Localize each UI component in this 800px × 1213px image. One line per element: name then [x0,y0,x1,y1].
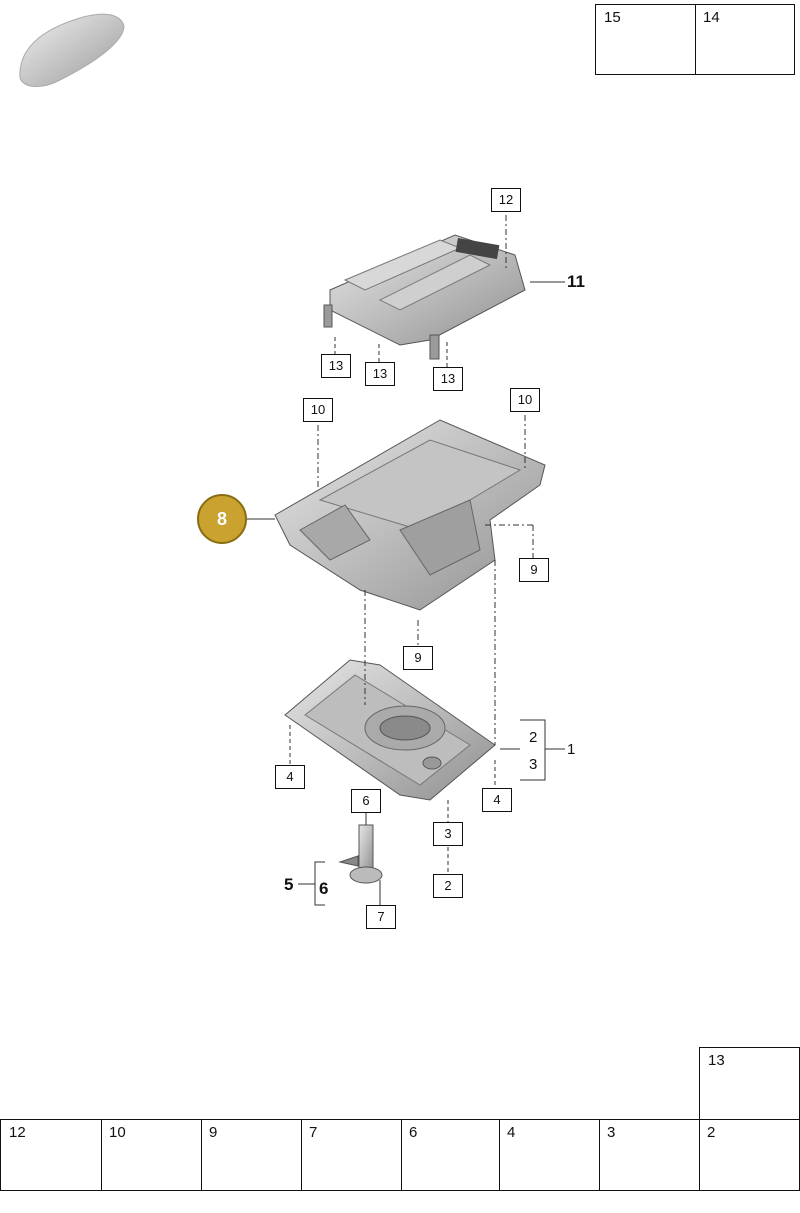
leader-lines [245,215,565,906]
legend-cell[interactable]: 4 [500,1120,600,1190]
legend-cell[interactable]: 6 [402,1120,500,1190]
legend-number: 9 [209,1124,218,1141]
callout-2[interactable]: 2 [529,729,538,746]
legend-number: 12 [9,1124,26,1141]
callout-8-highlight[interactable]: 8 [197,494,247,544]
legend-cell[interactable]: 12 [1,1120,102,1190]
callout-6[interactable]: 6 [319,879,329,898]
callout-3[interactable]: 3 [529,756,538,773]
legend-cell[interactable]: 3 [600,1120,700,1190]
legend-cell[interactable]: 10 [102,1120,202,1190]
callout-13[interactable]: 13 [321,354,351,378]
legend-number: 2 [707,1124,716,1141]
top-legend: 15 14 [595,4,795,75]
callout-7[interactable]: 7 [366,905,396,929]
oil-level-sensor-part [338,824,383,884]
callout-9[interactable]: 9 [403,646,433,670]
callout-3[interactable]: 3 [433,822,463,846]
legend-number: 6 [409,1124,418,1141]
legend-number: 15 [604,9,621,26]
callout-6[interactable]: 6 [351,789,381,813]
callout-10[interactable]: 10 [510,388,540,412]
callout-11[interactable]: 11 [567,272,585,291]
oil-baffle-part [323,234,526,360]
legend-cell[interactable]: 9 [202,1120,302,1190]
callout-13[interactable]: 13 [365,362,395,386]
legend-number: 7 [309,1124,318,1141]
callout-9[interactable]: 9 [519,558,549,582]
callout-10[interactable]: 10 [303,398,333,422]
callout-12[interactable]: 12 [491,188,521,212]
legend-number: 10 [109,1124,126,1141]
callout-1[interactable]: 1 [567,741,576,758]
legend-cell[interactable]: 14 [696,5,794,74]
legend-number: 13 [708,1052,725,1069]
callout-4[interactable]: 4 [275,765,305,789]
bottom-legend: 12 10 9 7 6 4 3 2 [0,1119,800,1191]
callout-13[interactable]: 13 [433,367,463,391]
legend-number: 3 [607,1124,616,1141]
legend-cell[interactable]: 2 [700,1120,799,1190]
legend-number: 14 [703,9,720,26]
callout-2[interactable]: 2 [433,874,463,898]
legend-cell[interactable]: 7 [302,1120,402,1190]
legend-cell[interactable]: 15 [596,5,696,74]
legend-number: 4 [507,1124,516,1141]
callout-4[interactable]: 4 [482,788,512,812]
car-silhouette-icon [19,13,125,87]
oil-pan-upper-part [274,419,546,611]
callout-5[interactable]: 5 [284,875,294,894]
bottom-legend-upper: 13 [699,1047,800,1120]
oil-pan-lower-part [284,659,496,801]
